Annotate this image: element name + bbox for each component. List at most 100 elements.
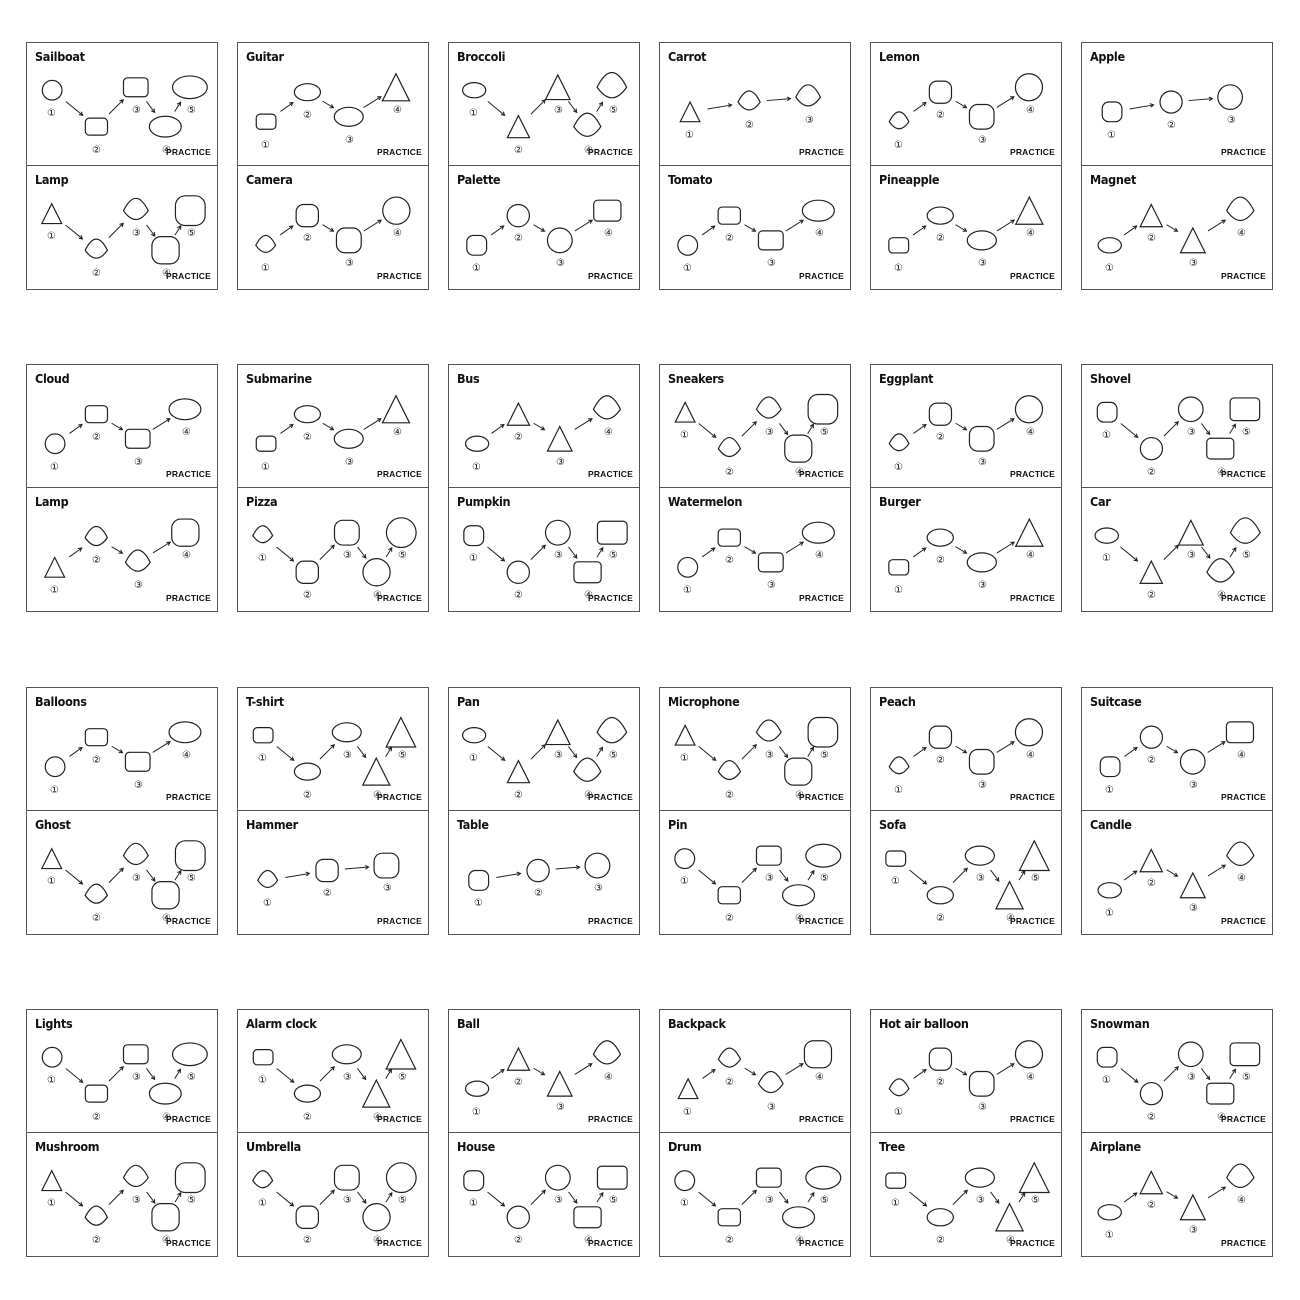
drawing-title: Guitar [246,49,284,64]
step-number: ② [936,110,945,121]
step-drawings [660,1010,850,1132]
practice-label: PRACTICE [1220,1238,1266,1248]
practice-label: PRACTICE [1009,1238,1055,1248]
drawing-title: Lights [35,1016,73,1031]
drawing-title: Eggplant [879,371,934,386]
step-drawings [871,688,1061,810]
step-number: ① [891,876,900,887]
step-number: ② [725,790,734,801]
drawing-title: Pizza [246,494,278,509]
step-number: ② [514,432,523,443]
drawing-title: Alarm clock [246,1016,317,1031]
step-drawings [27,1010,217,1132]
step-number: ① [261,140,270,151]
step-number: ③ [556,1102,565,1113]
step-drawings [871,811,1061,934]
step-number: ④ [1026,550,1035,561]
step-number: ⑤ [187,873,196,884]
practice-label: PRACTICE [376,147,422,157]
step-number: ⑤ [398,1195,407,1206]
step-number: ④ [162,145,171,156]
step-drawings [238,43,428,165]
step-number: ② [514,790,523,801]
step-number: ① [258,553,267,564]
practice-label: PRACTICE [798,916,844,926]
practice-label: PRACTICE [587,271,633,281]
step-number: ① [258,1198,267,1209]
step-number: ④ [1237,750,1246,761]
step-number: ② [514,1077,523,1088]
step-number: ② [92,1112,101,1123]
step-number: ④ [604,228,613,239]
step-number: ③ [1187,550,1196,561]
step-number: ③ [1189,903,1198,914]
step-number: ④ [1217,467,1226,478]
drawing-title: Peach [879,694,916,709]
step-number: ① [680,1198,689,1209]
drawing-title: T-shirt [246,694,284,709]
step-number: ② [936,755,945,766]
step-number: ④ [584,790,593,801]
practice-label: PRACTICE [165,916,211,926]
step-number: ④ [1237,228,1246,239]
step-drawings [449,488,639,611]
step-number: ② [303,790,312,801]
practice-label: PRACTICE [165,271,211,281]
step-number: ① [683,1107,692,1118]
step-number: ⑤ [609,750,618,761]
drawing-title: Watermelon [668,494,743,509]
step-drawings [27,43,217,165]
drawing-title: Candle [1090,817,1132,832]
step-number: ① [683,263,692,274]
step-number: ④ [162,268,171,279]
step-number: ③ [554,1195,563,1206]
step-number: ③ [767,580,776,591]
practice-label: PRACTICE [1220,469,1266,479]
step-drawings [238,166,428,289]
drawing-title: Pineapple [879,172,940,187]
practice-label: PRACTICE [376,469,422,479]
step-number: ③ [976,873,985,884]
step-number: ② [303,432,312,443]
step-number: ⑤ [609,1195,618,1206]
step-number: ① [894,785,903,796]
drawing-title: Drum [668,1139,702,1154]
step-number: ① [50,785,59,796]
step-number: ① [47,1075,56,1086]
drawing-title: Pumpkin [457,494,511,509]
step-number: ③ [976,1195,985,1206]
step-drawings [238,811,428,934]
step-number: ② [725,233,734,244]
practice-label: PRACTICE [1220,147,1266,157]
drawing-title: Ball [457,1016,480,1031]
drawing-title: Cloud [35,371,70,386]
step-number: ④ [373,590,382,601]
step-number: ① [258,1075,267,1086]
practice-label: PRACTICE [165,792,211,802]
step-number: ③ [134,580,143,591]
step-number: ④ [182,427,191,438]
practice-label: PRACTICE [165,1114,211,1124]
step-number: ③ [554,550,563,561]
step-number: ① [894,263,903,274]
step-number: ③ [978,135,987,146]
step-drawings [1082,488,1272,611]
drawing-title: Airplane [1090,1139,1141,1154]
step-drawings [449,688,639,810]
step-number: ④ [373,790,382,801]
